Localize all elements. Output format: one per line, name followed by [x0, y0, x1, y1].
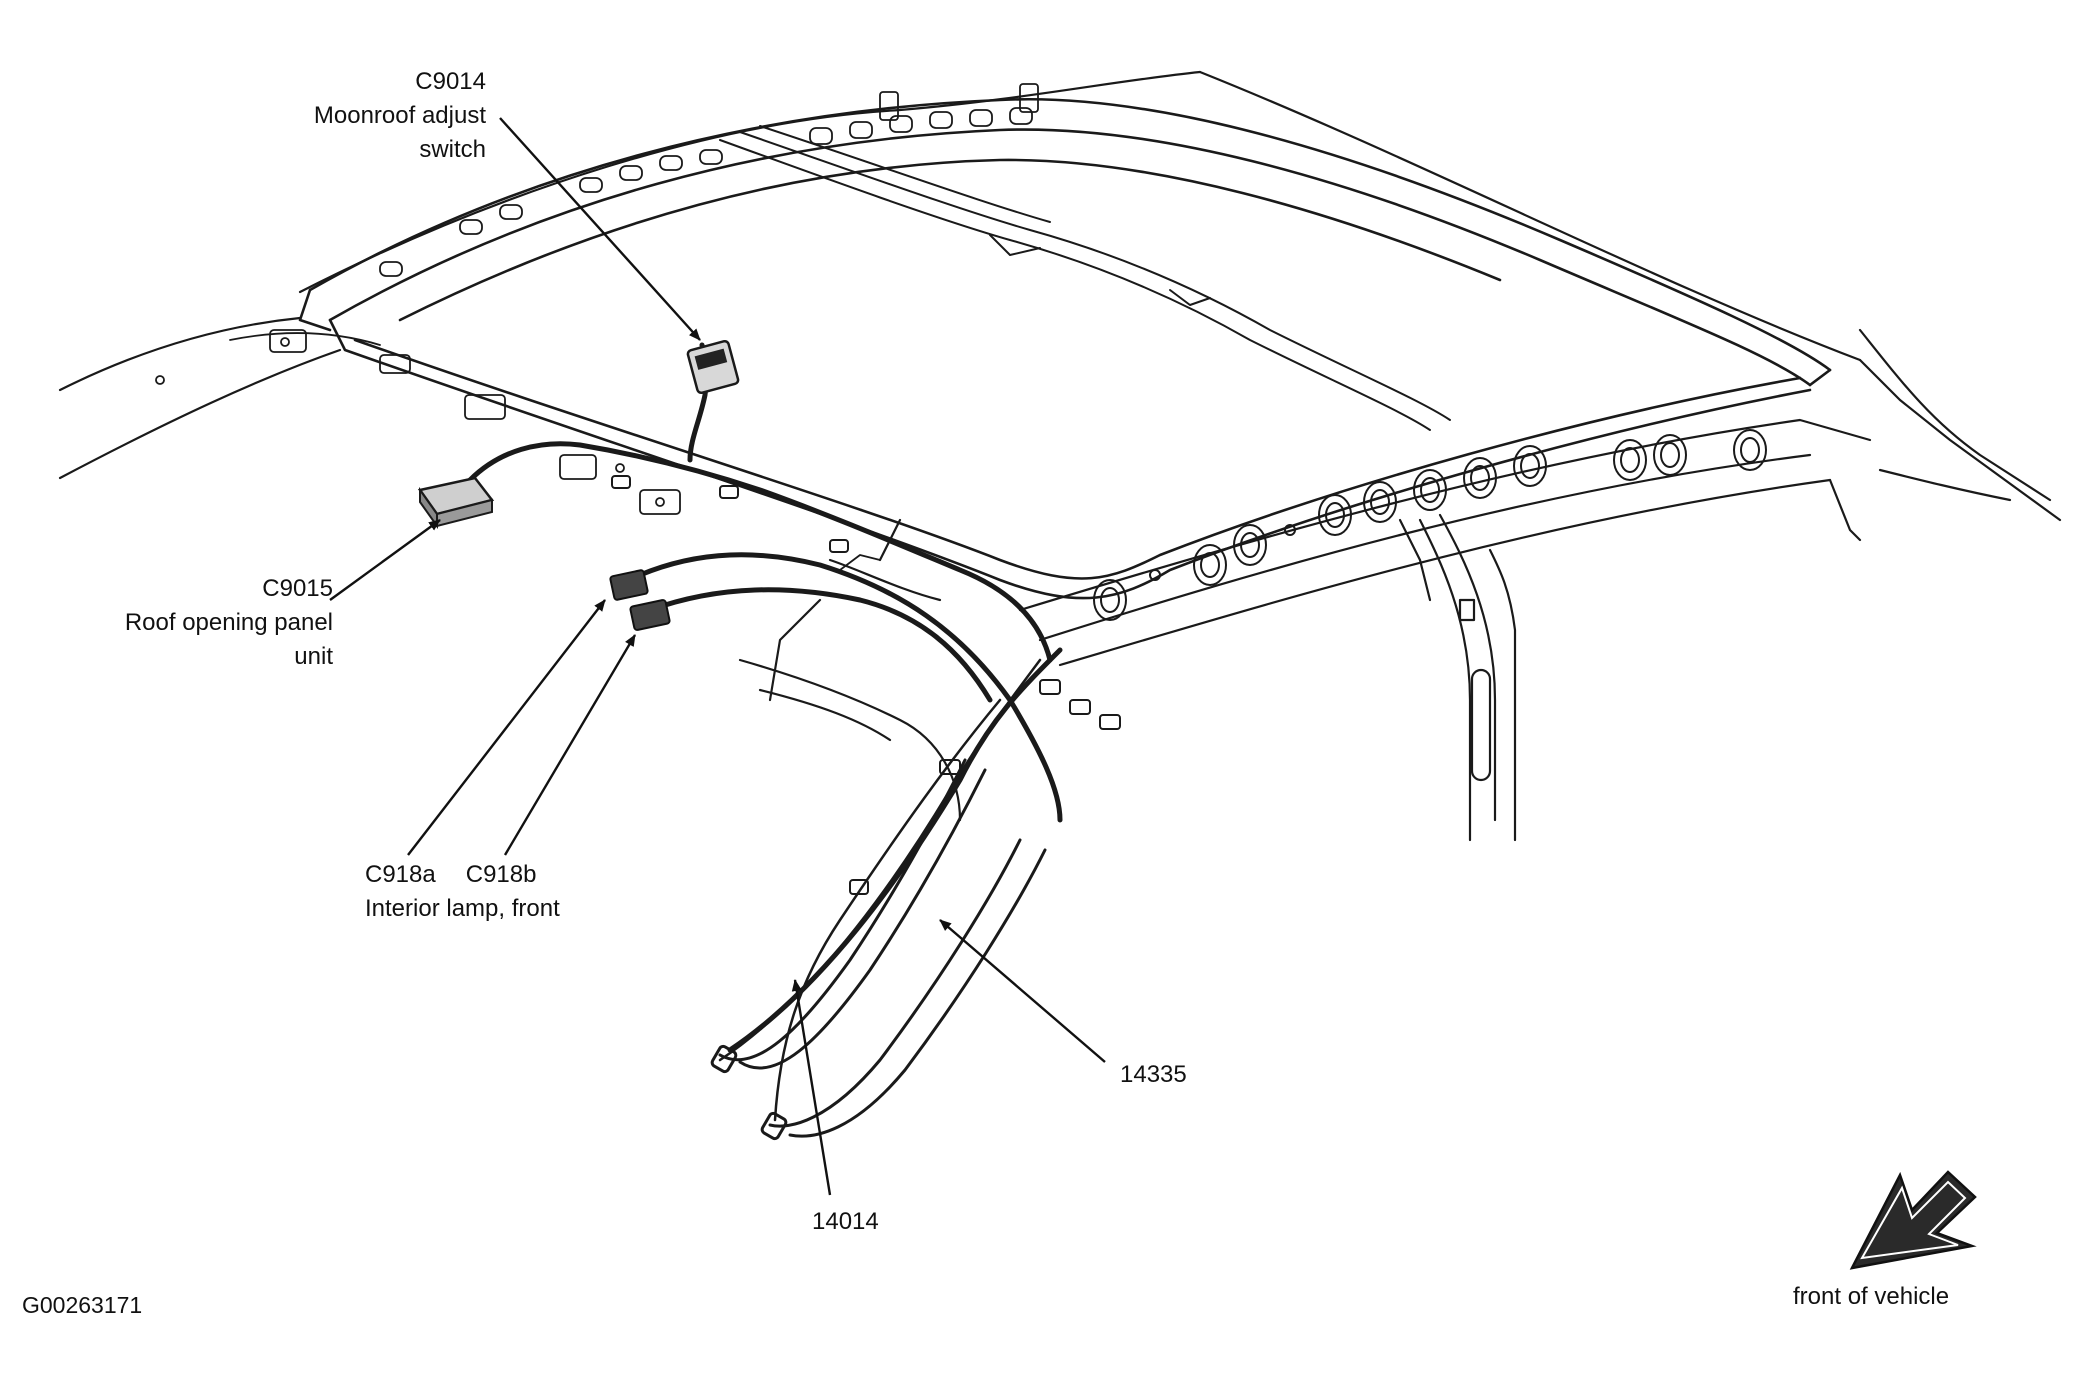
front-of-vehicle-label: front of vehicle [1793, 1280, 1949, 1314]
callout-c918: C918a C918b Interior lamp, front [365, 858, 560, 926]
front-header-holes [1093, 429, 1767, 621]
connector-c918b [629, 599, 671, 631]
roof-pillars [738, 513, 1517, 842]
left-mounting-pads [155, 329, 881, 571]
callout-c9014-desc-1: Moonroof adjust [313, 102, 486, 129]
leader-14335 [939, 919, 1106, 1063]
leader-14014 [791, 979, 832, 1196]
callout-14014: 14014 [812, 1205, 879, 1239]
moonroof-opening-frame [298, 98, 1832, 600]
leader-c9014 [499, 117, 701, 341]
front-direction-arrow-icon [1849, 1170, 1977, 1270]
leader-c9015 [329, 519, 441, 601]
pillar-conduit-14014 [718, 758, 987, 1070]
figure-code: G00263171 [22, 1288, 142, 1322]
harness-thin [718, 658, 1042, 1122]
callout-c918-desc: Interior lamp, front [365, 895, 560, 922]
leader-c918a [407, 599, 606, 856]
connector-c9014 [686, 339, 740, 395]
callout-c9015-desc-2: unit [294, 643, 333, 670]
callout-c9015-id: C9015 [262, 575, 333, 602]
front-header-rail [1018, 418, 1872, 667]
callout-c9015-desc-1: Roof opening panel [124, 609, 333, 636]
callout-c918b-id: C918b [465, 861, 537, 888]
callout-c9014-desc-2: switch [419, 136, 486, 163]
figure-code-text: G00263171 [22, 1292, 143, 1318]
sunroof-tracks [719, 125, 1451, 431]
front-of-vehicle-text: front of vehicle [1793, 1283, 1950, 1310]
callout-c9014-id: C9014 [415, 68, 486, 95]
pillar-conduit-14335 [710, 838, 1047, 1141]
callout-14335: 14335 [1120, 1058, 1187, 1092]
callout-c918a-id: C918a [365, 861, 436, 888]
rear-header-clips [379, 83, 1039, 277]
wiring-harness [467, 342, 1063, 1053]
callout-c918-ids: C918a C918b [365, 858, 560, 892]
connector-c918a [609, 569, 649, 601]
callout-14014-id: 14014 [812, 1208, 879, 1235]
callout-14335-id: 14335 [1120, 1061, 1187, 1088]
callout-c9014: C9014 Moonroof adjust switch [314, 65, 486, 167]
leader-c918b [503, 634, 637, 856]
harness-clips [611, 475, 1121, 895]
connector-c9015 [417, 476, 495, 530]
callout-c9015: C9015 Roof opening panel unit [125, 572, 333, 674]
